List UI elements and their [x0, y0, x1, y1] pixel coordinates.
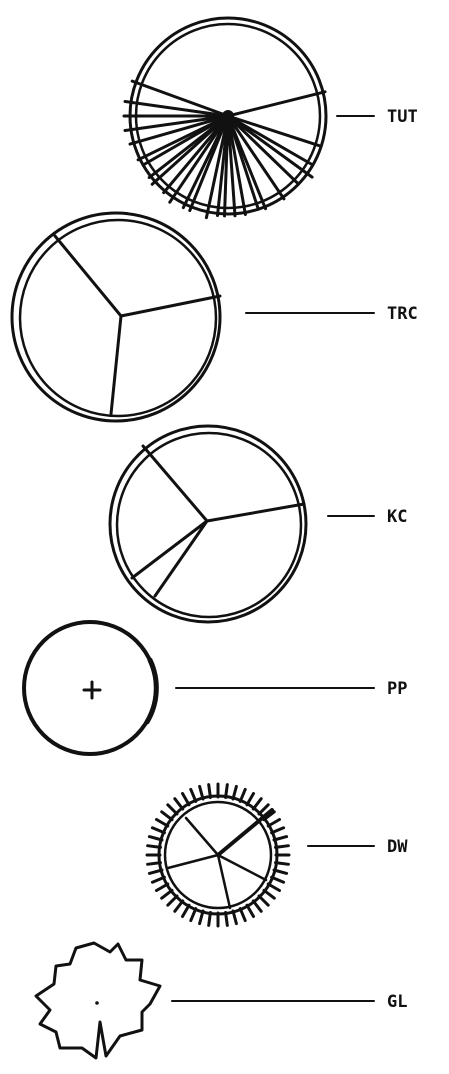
tut-spoke — [226, 114, 237, 218]
gl-symbol: GL — [34, 941, 407, 1060]
tut-spoke — [123, 114, 230, 132]
gl-notched-star-icon — [34, 941, 162, 1060]
tut-spoked-wheel-icon — [122, 16, 328, 220]
tut-spoke — [150, 114, 230, 186]
tut-label: TUT — [387, 107, 418, 127]
tut-spoke — [188, 114, 230, 213]
pp-crosshair-circle-icon — [22, 620, 159, 756]
tut-symbol: TUT — [122, 16, 418, 220]
kc-symbol: KC — [108, 424, 407, 624]
tut-spoke — [226, 114, 247, 216]
trc-symbol: TRC — [10, 211, 418, 423]
tut-spoke — [168, 114, 230, 204]
tut-spoke — [123, 100, 230, 118]
tut-spoke — [216, 114, 230, 217]
pp-symbol: PP — [22, 620, 407, 756]
tut-spoke — [130, 79, 230, 118]
tut-spoke — [226, 114, 314, 179]
tut-spoke — [204, 114, 230, 220]
gl-label: GL — [387, 992, 407, 1012]
tut-spoke — [226, 114, 286, 201]
dw-label: DW — [387, 837, 408, 857]
tut-spoke — [226, 114, 313, 166]
pp-label: PP — [387, 679, 407, 699]
tut-spoke — [226, 90, 327, 118]
tut-spoke — [162, 114, 230, 195]
trc-three-segment-circle-icon — [10, 211, 222, 423]
tut-spoke — [226, 114, 321, 148]
tut-spoke — [226, 114, 300, 186]
tut-spoke — [226, 114, 260, 211]
dw-toothed-ring-icon — [145, 782, 291, 928]
tut-spoke — [141, 114, 230, 167]
tut-spoke — [128, 114, 230, 146]
kc-four-segment-circle-icon — [108, 424, 308, 624]
dw-symbol: DW — [145, 782, 408, 928]
trc-label: TRC — [387, 304, 418, 324]
kc-label: KC — [387, 507, 407, 527]
